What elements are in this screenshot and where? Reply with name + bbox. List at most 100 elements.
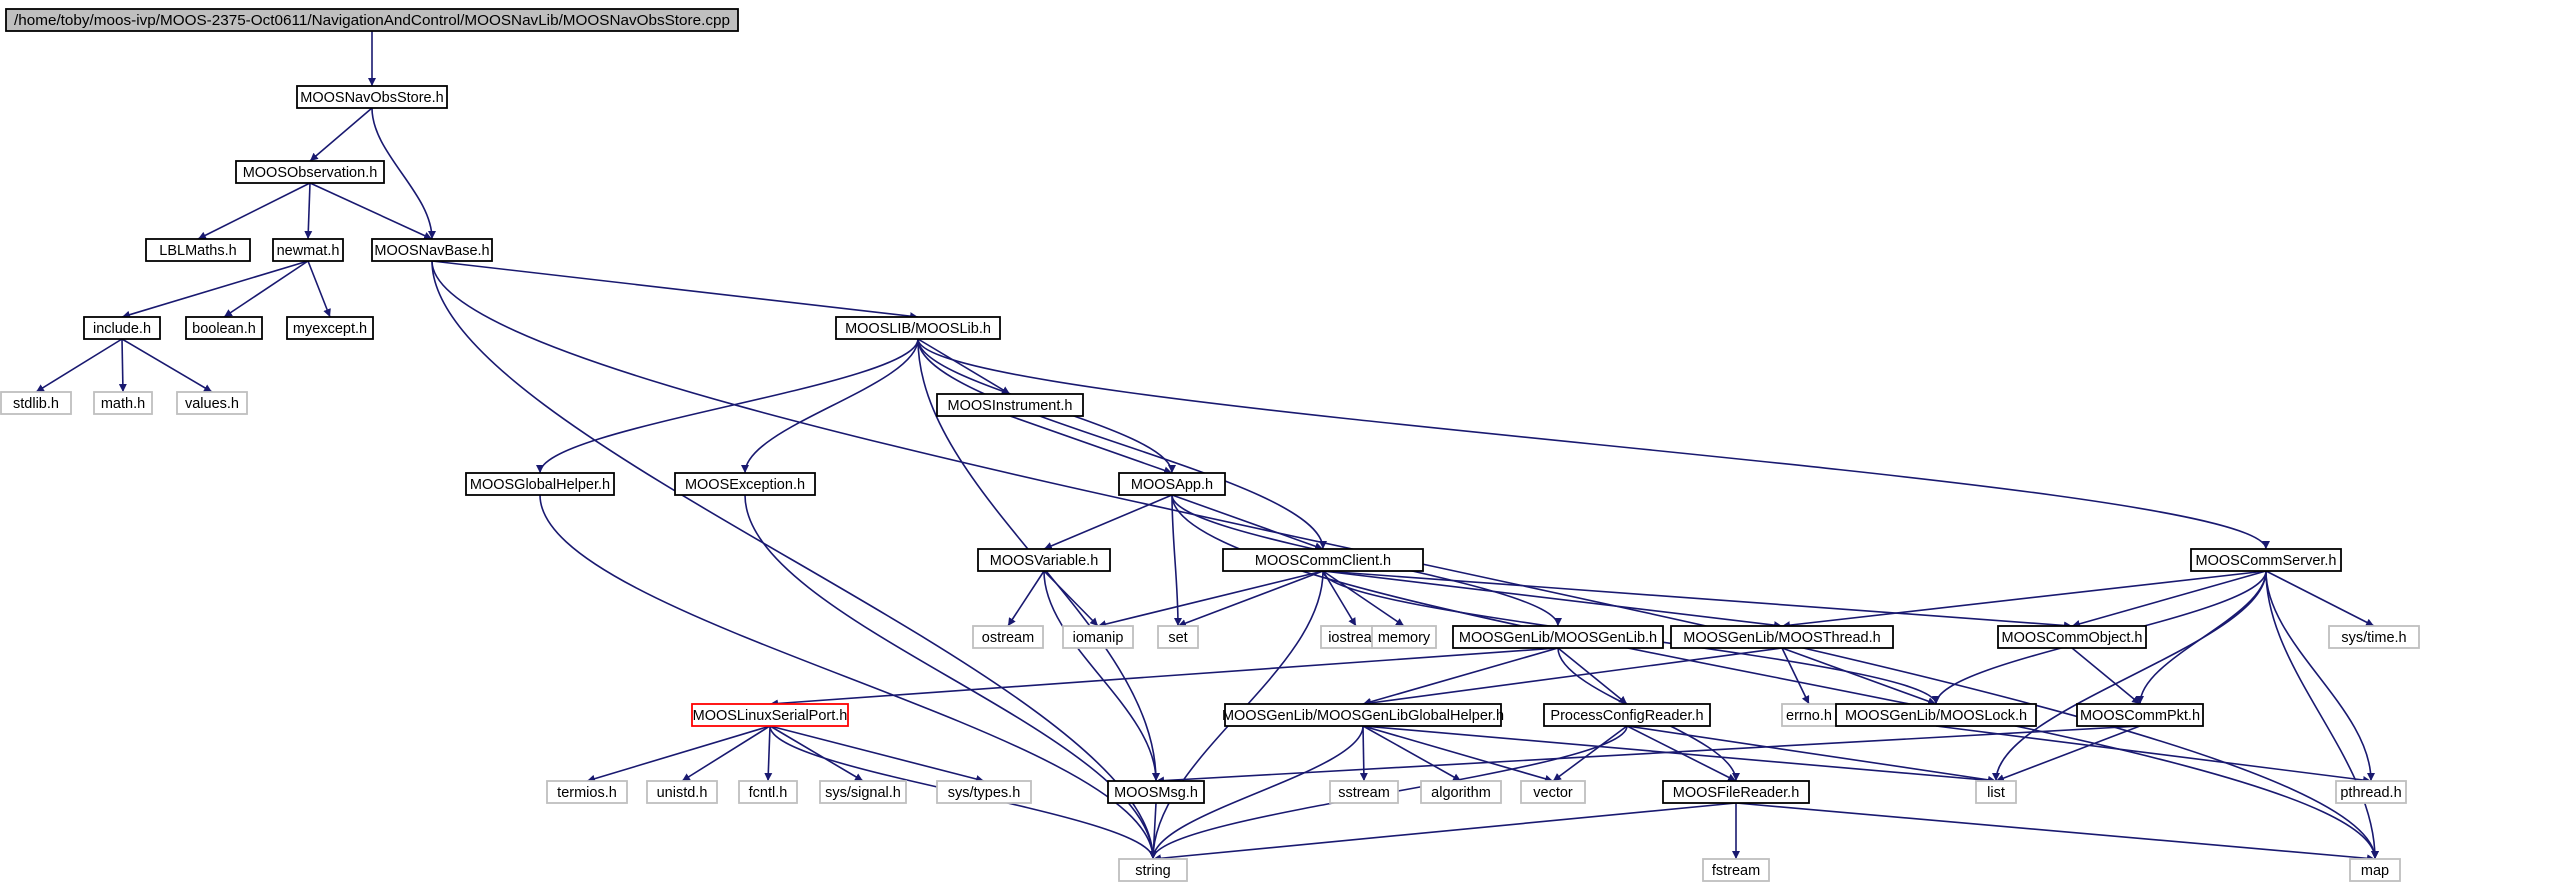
node-set: set bbox=[1157, 625, 1199, 649]
edge-filereader-to-map bbox=[1735, 802, 2376, 863]
node-commserver[interactable]: MOOSCommServer.h bbox=[2190, 548, 2342, 572]
edge-mooslib-to-commserver bbox=[917, 338, 2270, 550]
node-label-iomanip: iomanip bbox=[1073, 630, 1124, 646]
node-label-algorithm: algorithm bbox=[1431, 785, 1491, 801]
node-box-algorithm bbox=[1420, 780, 1502, 804]
edge-include-to-math bbox=[118, 338, 127, 393]
node-label-exception: MOOSException.h bbox=[685, 477, 805, 493]
edge-commserver-to-list bbox=[1992, 570, 2267, 782]
node-variable[interactable]: MOOSVariable.h bbox=[977, 548, 1111, 572]
node-label-moosmsg: MOOSMsg.h bbox=[1114, 785, 1198, 801]
node-boolean[interactable]: boolean.h bbox=[185, 316, 263, 340]
node-box-sstream bbox=[1329, 780, 1399, 804]
node-label-vector: vector bbox=[1533, 785, 1573, 801]
node-box-serialport bbox=[691, 703, 849, 727]
node-label-pthread: pthread.h bbox=[2340, 785, 2401, 801]
node-navobsstore[interactable]: MOOSNavObsStore.h bbox=[296, 85, 448, 109]
node-lblmaths[interactable]: LBLMaths.h bbox=[145, 238, 251, 262]
node-box-termios bbox=[546, 780, 628, 804]
edge-commpkt-to-moosmsg bbox=[1155, 725, 2141, 785]
node-math: math.h bbox=[93, 391, 153, 415]
node-box-set bbox=[1157, 625, 1199, 649]
node-box-include bbox=[83, 316, 161, 340]
edge-observation-to-navbase bbox=[309, 182, 433, 240]
node-box-lock bbox=[1835, 703, 2037, 727]
edge-newmat-to-boolean bbox=[223, 260, 309, 318]
node-label-mooslib: MOOSLIB/MOOSLib.h bbox=[845, 321, 991, 337]
node-moosmsg[interactable]: MOOSMsg.h bbox=[1107, 780, 1205, 804]
edge-commclient-to-iomanip bbox=[1097, 570, 1324, 628]
node-commclient[interactable]: MOOSCommClient.h bbox=[1222, 548, 1424, 572]
node-genlibglobal[interactable]: MOOSGenLib/MOOSGenLibGlobalHelper.h bbox=[1222, 703, 1504, 727]
node-box-thread bbox=[1670, 625, 1894, 649]
node-label-syssignal: sys/signal.h bbox=[825, 785, 901, 801]
node-genlib[interactable]: MOOSGenLib/MOOSGenLib.h bbox=[1452, 625, 1664, 649]
node-algorithm: algorithm bbox=[1420, 780, 1502, 804]
node-box-processconfig bbox=[1543, 703, 1711, 727]
edge-thread-to-lock bbox=[1781, 647, 1937, 706]
node-root[interactable]: /home/toby/moos-ivp/MOOS-2375-Oct0611/Na… bbox=[5, 8, 739, 32]
node-label-math: math.h bbox=[101, 396, 145, 412]
node-instrument[interactable]: MOOSInstrument.h bbox=[936, 393, 1084, 417]
edge-navobsstore-to-observation bbox=[309, 107, 373, 162]
node-box-math bbox=[93, 391, 153, 415]
edge-instrument-to-app bbox=[1009, 415, 1173, 475]
node-label-lblmaths: LBLMaths.h bbox=[159, 243, 236, 259]
edge-mooslib-to-commclient bbox=[917, 338, 1327, 550]
node-label-fstream: fstream bbox=[1712, 863, 1760, 879]
node-thread[interactable]: MOOSGenLib/MOOSThread.h bbox=[1670, 625, 1894, 649]
node-box-observation bbox=[235, 160, 385, 184]
node-label-fcntl: fcntl.h bbox=[749, 785, 788, 801]
edge-serialport-to-systypes bbox=[769, 725, 985, 783]
node-box-genlib bbox=[1452, 625, 1664, 649]
node-box-stdlib bbox=[0, 391, 72, 415]
node-lock[interactable]: MOOSGenLib/MOOSLock.h bbox=[1835, 703, 2037, 727]
node-box-app bbox=[1118, 472, 1226, 496]
node-termios: termios.h bbox=[546, 780, 628, 804]
node-label-filereader: MOOSFileReader.h bbox=[1673, 785, 1800, 801]
header-nodes: /home/toby/moos-ivp/MOOS-2375-Oct0611/Na… bbox=[0, 8, 2420, 882]
node-label-string: string bbox=[1135, 863, 1170, 879]
edge-commserver-to-systime bbox=[2265, 570, 2375, 627]
node-fstream: fstream bbox=[1702, 858, 1770, 882]
node-observation[interactable]: MOOSObservation.h bbox=[235, 160, 385, 184]
node-map: map bbox=[2349, 858, 2401, 882]
node-processconfig[interactable]: ProcessConfigReader.h bbox=[1543, 703, 1711, 727]
node-unistd: unistd.h bbox=[646, 780, 718, 804]
node-box-systypes bbox=[936, 780, 1032, 804]
node-label-newmat: newmat.h bbox=[277, 243, 340, 259]
node-app[interactable]: MOOSApp.h bbox=[1118, 472, 1226, 496]
edge-commserver-to-thread bbox=[1781, 570, 2267, 630]
node-box-vector bbox=[1520, 780, 1586, 804]
edge-mooslib-to-exception bbox=[741, 338, 919, 474]
edge-serialport-to-fcntl bbox=[764, 725, 773, 782]
node-exception[interactable]: MOOSException.h bbox=[674, 472, 816, 496]
edge-navobsstore-to-navbase bbox=[371, 107, 436, 240]
edge-genlibglobal-to-list bbox=[1362, 725, 1997, 785]
node-box-map bbox=[2349, 858, 2401, 882]
node-systime: sys/time.h bbox=[2328, 625, 2420, 649]
node-label-thread: MOOSGenLib/MOOSThread.h bbox=[1683, 630, 1880, 646]
node-filereader[interactable]: MOOSFileReader.h bbox=[1662, 780, 1810, 804]
node-newmat[interactable]: newmat.h bbox=[272, 238, 344, 262]
node-myexcept[interactable]: myexcept.h bbox=[286, 316, 374, 340]
node-include[interactable]: include.h bbox=[83, 316, 161, 340]
node-label-navbase: MOOSNavBase.h bbox=[374, 243, 489, 259]
node-globalhelper[interactable]: MOOSGlobalHelper.h bbox=[465, 472, 615, 496]
edge-include-to-values bbox=[121, 338, 213, 393]
node-label-memory: memory bbox=[1378, 630, 1431, 646]
node-box-iomanip bbox=[1062, 625, 1134, 649]
node-box-exception bbox=[674, 472, 816, 496]
node-box-genlibglobal bbox=[1224, 703, 1502, 727]
node-box-commpkt bbox=[2076, 703, 2204, 727]
node-commpkt[interactable]: MOOSCommPkt.h bbox=[2076, 703, 2204, 727]
node-commobject[interactable]: MOOSCommObject.h bbox=[1997, 625, 2147, 649]
node-navbase[interactable]: MOOSNavBase.h bbox=[371, 238, 493, 262]
node-label-globalhelper: MOOSGlobalHelper.h bbox=[470, 477, 610, 493]
node-mooslib[interactable]: MOOSLIB/MOOSLib.h bbox=[835, 316, 1001, 340]
node-box-commserver bbox=[2190, 548, 2342, 572]
node-box-filereader bbox=[1662, 780, 1810, 804]
node-serialport[interactable]: MOOSLinuxSerialPort.h bbox=[691, 703, 849, 727]
node-label-boolean: boolean.h bbox=[192, 321, 256, 337]
edge-genlibglobal-to-vector bbox=[1362, 725, 1554, 783]
